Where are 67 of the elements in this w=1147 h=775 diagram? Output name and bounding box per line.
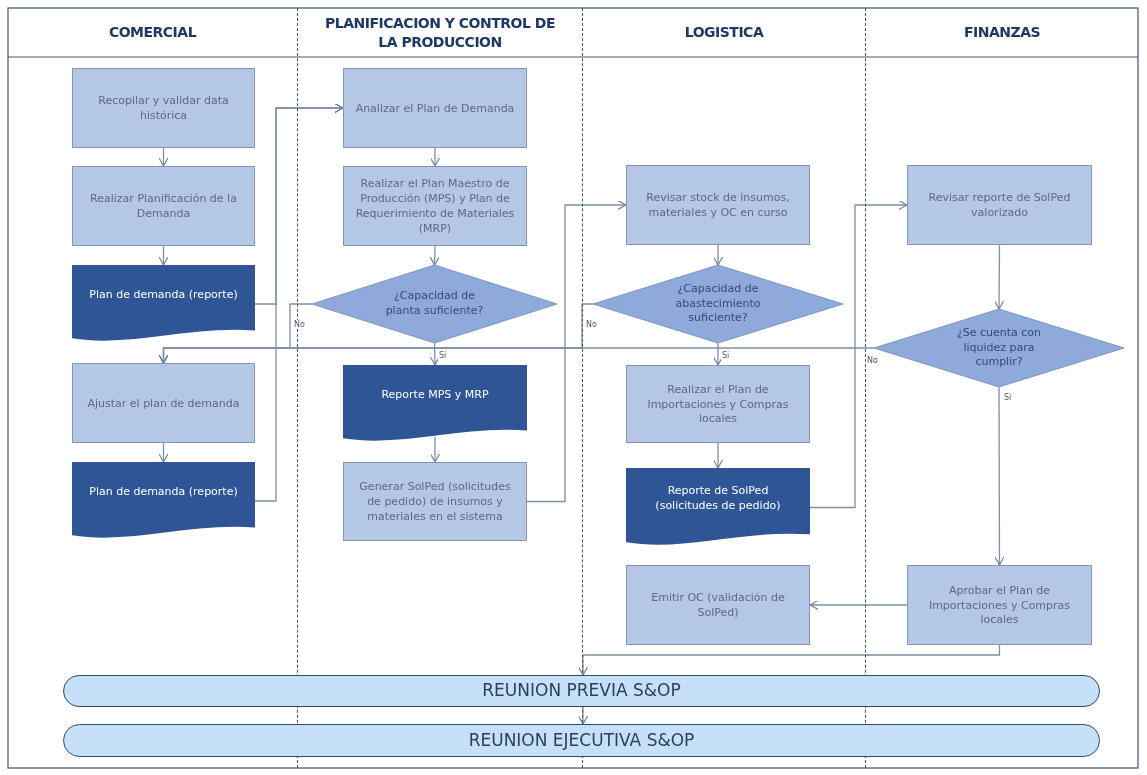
process-box <box>907 165 1092 245</box>
arrow <box>994 386 1005 566</box>
meeting-bar <box>63 675 1100 707</box>
document-shape <box>343 365 527 443</box>
process-box <box>626 565 810 645</box>
arrow <box>429 342 440 366</box>
arrow <box>809 599 908 611</box>
node-text: ¿Se cuenta con liquidez para cumplir? <box>955 325 1043 371</box>
edge-label: No <box>585 320 598 329</box>
arrow <box>429 245 440 266</box>
node-text: Realizar el Plan de Importaciones y Compras locales <box>646 382 790 428</box>
node-text: ¿Capacidad de planta suficiente? <box>384 289 485 319</box>
process-box <box>72 68 255 148</box>
node-text: Reporte MPS y MRP <box>381 388 489 403</box>
node-text: Plan de demanda (reporte) <box>89 485 238 500</box>
node-text: REUNION PREVIA S&OP <box>482 679 681 702</box>
process-box <box>343 166 527 246</box>
arrow <box>577 706 589 725</box>
lane-header: COMERCIAL <box>108 23 197 42</box>
lane-header: FINANZAS <box>963 23 1041 42</box>
document-shape <box>72 265 255 343</box>
process-box <box>343 462 527 541</box>
arrow <box>158 442 169 463</box>
arrow <box>809 199 908 509</box>
edge-label: No <box>293 320 306 329</box>
node-text: REUNION EJECUTIVA S&OP <box>468 728 695 752</box>
process-box <box>626 365 810 443</box>
edge-label: No <box>866 356 879 365</box>
arrow <box>712 244 724 266</box>
arrow <box>577 644 1001 676</box>
lane-header: LOGISTICA <box>684 23 764 42</box>
arrow <box>158 347 875 364</box>
edge-label: Si <box>721 351 731 360</box>
document-shape <box>72 462 255 540</box>
node-text: Revisar stock de insumos, materiales y OC en curso <box>645 191 791 221</box>
arrow <box>429 147 441 167</box>
node-text: Generar SolPed (solicitudes de pedido) de insumos y materiales en el sistema <box>358 480 512 525</box>
node-text: Plan de demanda (reporte) <box>89 288 238 303</box>
arrow <box>526 199 627 503</box>
arrow <box>158 245 169 266</box>
node-text: Analizar el Plan de Demanda <box>355 101 515 117</box>
node-text: Revisar reporte de SolPed valorizado <box>927 191 1072 221</box>
decision-diamond <box>312 265 557 343</box>
node-text: Realizar Planificación de la Demanda <box>89 192 238 222</box>
arrow <box>712 342 724 366</box>
arrow <box>254 102 344 502</box>
node-text: Reporte de SolPed (solicitudes de pedido) <box>654 483 782 514</box>
edge-label: Si <box>1003 393 1013 402</box>
process-box <box>907 565 1092 645</box>
node-text: Ajustar el plan de demanda <box>87 396 240 412</box>
node-text: ¿Capacidad de abastecimiento suficiente? <box>674 281 762 327</box>
arrow <box>429 436 441 463</box>
lane-header: PLANIFICACION Y CONTROL DE LA PRODUCCION <box>324 14 556 51</box>
meeting-bar <box>63 724 1100 757</box>
arrow <box>994 244 1005 310</box>
process-box <box>343 68 527 148</box>
node-text: Emitir OC (validación de SolPed) <box>650 591 786 621</box>
node-text: Realizar el Plan Maestro de Producción (MPS) y Plan de Requerimiento de Materiales (MRP) <box>354 177 516 237</box>
node-text: Recopilar y validar data histórica <box>97 94 230 124</box>
arrow <box>158 147 169 167</box>
process-box <box>626 165 810 245</box>
document-shape <box>626 468 810 547</box>
node-text: Aprobar el Plan de Importaciones y Compras locales <box>927 583 1072 629</box>
arrow <box>712 442 724 469</box>
process-box <box>72 363 255 443</box>
process-box <box>72 166 255 246</box>
edge-label: Si <box>438 351 448 360</box>
